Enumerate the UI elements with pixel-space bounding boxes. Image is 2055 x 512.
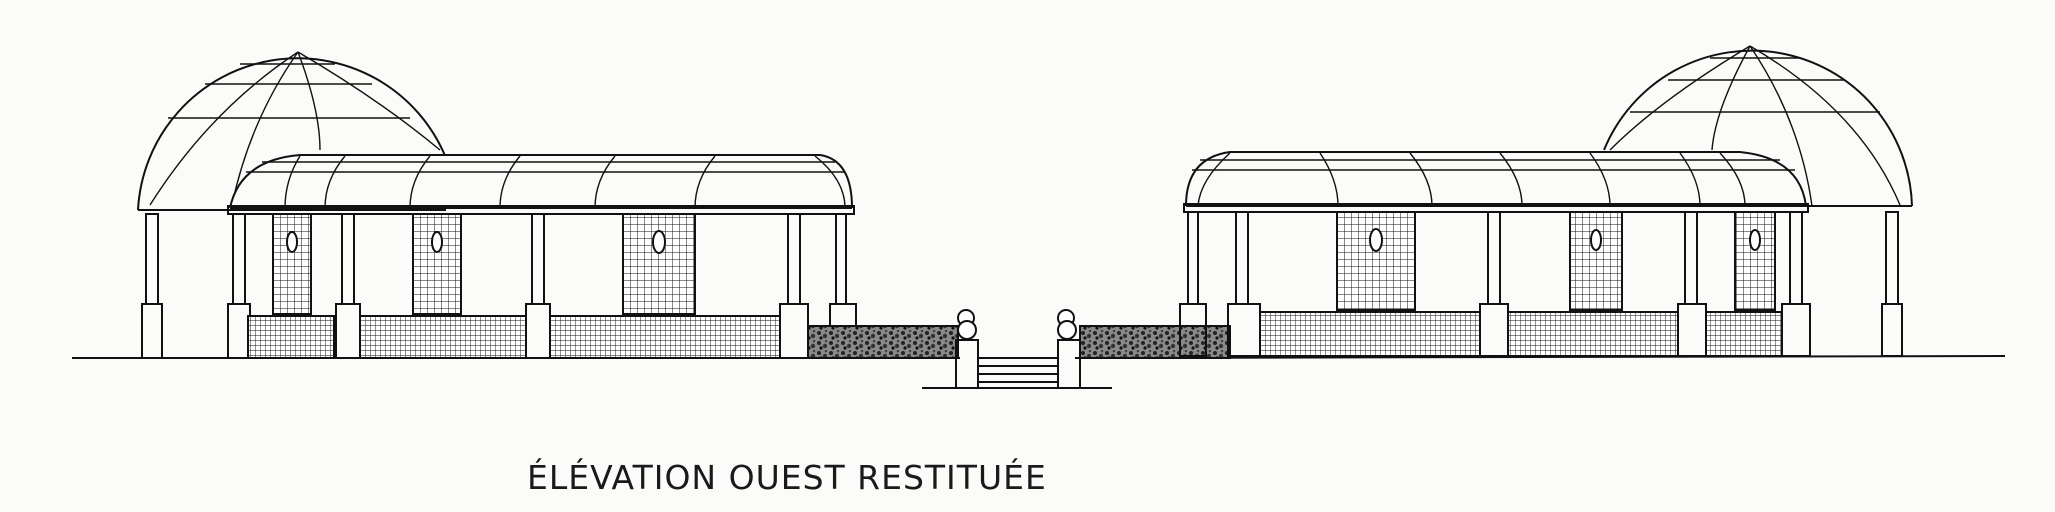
right-trellis-panel-2 xyxy=(1569,211,1623,311)
right-dome xyxy=(1603,45,1913,207)
medallion xyxy=(1590,229,1602,251)
left-balustrade xyxy=(247,315,335,359)
right-balustrade xyxy=(1705,311,1783,357)
ground-line xyxy=(72,355,2006,389)
left-trellis-panel-1 xyxy=(272,213,312,315)
left-trellis-panel-2 xyxy=(412,213,462,315)
right-hedge xyxy=(1079,325,1231,359)
medallion xyxy=(1369,228,1383,252)
medallion xyxy=(1749,229,1761,251)
left-balustrade xyxy=(549,315,781,359)
right-barrel-vault xyxy=(1183,151,1809,213)
left-pavilion xyxy=(137,51,857,359)
medallion xyxy=(286,231,298,253)
left-dome xyxy=(137,51,447,211)
left-hedge xyxy=(807,325,959,359)
left-balustrade xyxy=(359,315,527,359)
left-trellis-panel-3 xyxy=(622,213,696,315)
central-stair xyxy=(955,309,1081,389)
stair-finial xyxy=(1057,320,1077,340)
right-trellis-panel-3 xyxy=(1734,211,1776,311)
stair-finial xyxy=(957,320,977,340)
right-trellis-panel-1 xyxy=(1336,211,1416,311)
right-pavilion xyxy=(1179,45,1913,357)
right-balustrade xyxy=(1259,311,1481,357)
medallion xyxy=(431,231,443,253)
drawing-caption: ÉLÉVATION OUEST RESTITUÉE xyxy=(527,458,1047,497)
medallion xyxy=(652,230,666,254)
right-balustrade xyxy=(1507,311,1679,357)
left-barrel-vault xyxy=(227,154,855,215)
